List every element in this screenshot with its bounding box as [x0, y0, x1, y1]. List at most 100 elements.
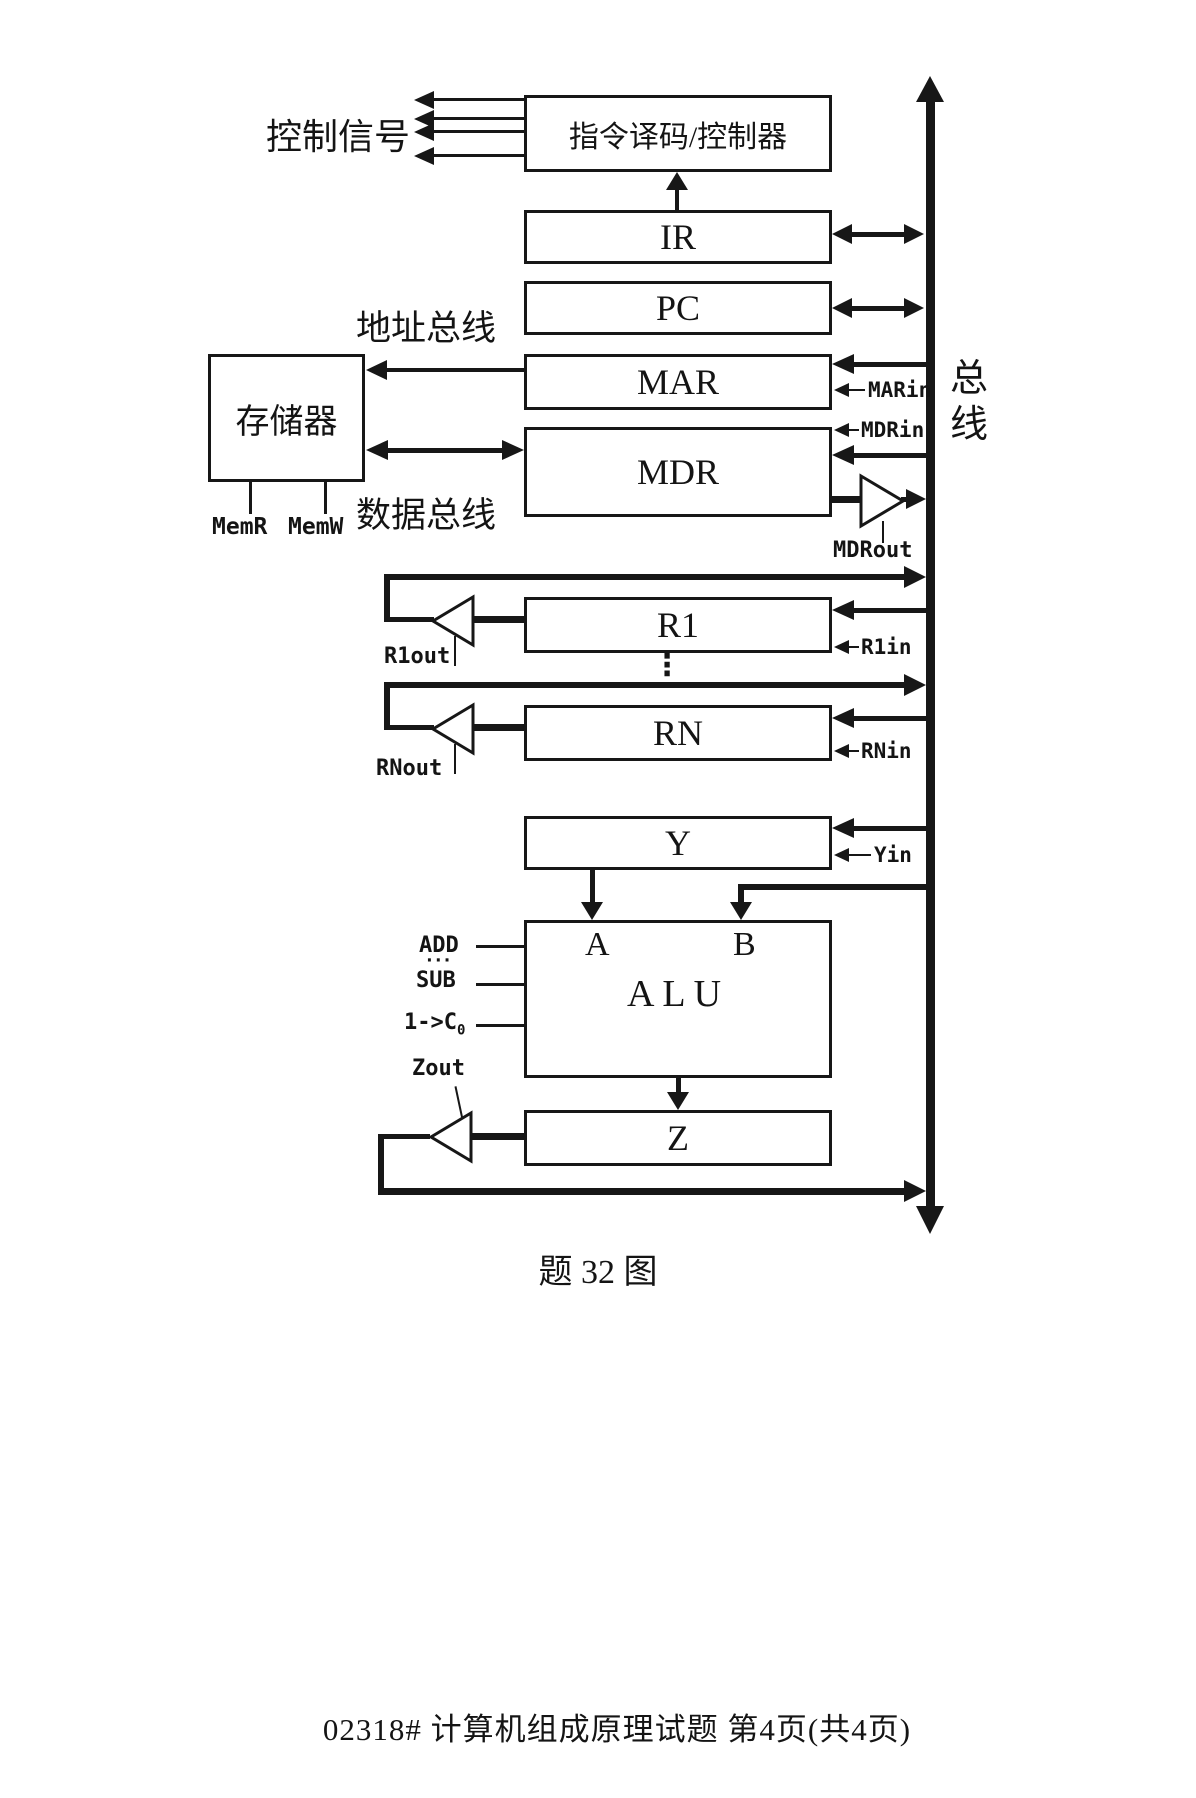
bus-to-mdr-arrow-icon — [832, 445, 854, 465]
control-signal-line-4 — [430, 154, 524, 157]
z-box: Z — [524, 1110, 832, 1166]
alu-carry-subscript: 0 — [456, 1022, 466, 1039]
y-to-alu-arrow-icon — [581, 902, 603, 920]
r1out-output-line — [384, 617, 434, 622]
register-ellipsis: ⋮ — [652, 648, 682, 683]
mdrout-control-stub — [882, 521, 884, 543]
mar-box: MAR — [524, 354, 832, 410]
yin-line — [849, 854, 871, 856]
r1out-label: R1out — [384, 644, 451, 669]
memw-label: MemW — [288, 514, 344, 540]
memory-box: 存储器 — [208, 354, 365, 482]
alu-op-sub-line — [476, 983, 524, 986]
data-bus-label: 数据总线 — [356, 496, 497, 535]
alu-carry-line — [476, 1024, 524, 1027]
marin-line — [849, 389, 865, 391]
bus-to-mar-line — [850, 362, 926, 367]
control-signal-arrow-3-icon — [414, 123, 434, 141]
ir-to-controller-arrow-icon — [666, 172, 688, 190]
mdrout-to-bus-arrow-icon — [906, 489, 926, 509]
r1-loop-bus-arrow-icon — [904, 566, 926, 588]
alu-input-b-label: B — [733, 926, 756, 963]
y-box: Y — [524, 816, 832, 870]
memory-mdr-line — [386, 448, 506, 453]
mar-to-memory-arrow-icon — [366, 360, 387, 380]
mdrout-to-bus-line — [901, 497, 910, 502]
zout-buffer-icon — [428, 1110, 474, 1164]
ir-bus-arrow-left-icon — [832, 224, 852, 244]
alu-op-add-label: ADD — [419, 933, 459, 958]
bus-to-y-arrow-icon — [832, 818, 854, 838]
mdrin-arrow-icon — [834, 423, 849, 437]
rn-loop-top-line — [384, 682, 904, 688]
page-footer: 02318# 计算机组成原理试题 第4页(共4页) — [322, 1712, 912, 1747]
rn-input-stub — [474, 724, 524, 731]
pc-box: PC — [524, 281, 832, 335]
bus-to-y-line — [850, 826, 926, 831]
bus-to-rn-line — [850, 716, 926, 721]
alu-op-sub-label: SUB — [416, 968, 456, 993]
bus-line — [926, 98, 935, 1208]
control-signals-label: 控制信号 — [266, 117, 411, 157]
mdr-box: MDR — [524, 427, 832, 517]
zout-label: Zout — [412, 1056, 465, 1081]
control-signal-line-1 — [430, 98, 524, 101]
mdrin-line — [849, 429, 859, 431]
pc-bus-line — [850, 306, 908, 311]
r1in-line — [849, 646, 859, 648]
bus-to-mar-arrow-icon — [832, 354, 854, 374]
mdrin-label: MDRin — [861, 418, 925, 442]
bus-to-b-branch-vline — [738, 884, 744, 903]
mdrout-label: MDRout — [833, 538, 913, 563]
r1-input-stub — [474, 616, 524, 623]
control-signal-line-3 — [430, 130, 524, 133]
rnout-label: RNout — [376, 756, 443, 781]
bus-to-b-arrow-icon — [730, 902, 752, 920]
yin-arrow-icon — [834, 848, 849, 862]
marin-arrow-icon — [834, 383, 849, 397]
bus-to-r1-line — [850, 608, 926, 613]
rnout-control-stub — [454, 744, 456, 774]
zout-output-line — [378, 1134, 430, 1139]
bus-arrow-up-icon — [916, 76, 944, 102]
ir-bus-arrow-right-icon — [904, 224, 924, 244]
alu-to-z-line — [676, 1075, 681, 1093]
memw-stub — [324, 482, 327, 514]
r1-loop-left-leg — [384, 574, 390, 622]
marin-label: MARin — [868, 378, 932, 402]
r1in-arrow-icon — [834, 640, 849, 654]
alu-op-more-dots: ··· — [424, 950, 452, 971]
bus-to-mdr-line — [850, 453, 926, 458]
rnout-buffer-icon — [430, 702, 476, 756]
rnin-line — [849, 750, 859, 752]
alu-input-a-label: A — [585, 926, 610, 963]
rnin-arrow-icon — [834, 744, 849, 758]
ir-bus-line — [850, 232, 908, 237]
rnin-label: RNin — [861, 739, 912, 763]
pc-bus-arrow-right-icon — [904, 298, 924, 318]
mar-to-memory-line — [386, 368, 524, 372]
alu-carry-base: 1->C — [404, 1010, 457, 1035]
bus-label: 总线 — [950, 358, 989, 446]
r1out-buffer-icon — [430, 594, 476, 648]
alu-op-add-line — [476, 945, 524, 948]
mdrout-buffer-icon — [858, 473, 906, 529]
alu-to-z-arrow-icon — [667, 1092, 689, 1110]
controller-box: 指令译码/控制器 — [524, 95, 832, 172]
rn-loop-left-leg — [384, 682, 390, 730]
alu-carry-label: 1->C0 — [404, 1010, 465, 1038]
address-bus-label: 地址总线 — [356, 309, 497, 348]
y-to-alu-line — [590, 867, 595, 903]
alu-label: ALU — [626, 973, 730, 1015]
yin-label: Yin — [874, 843, 912, 867]
figure-caption: 题 32 图 — [538, 1254, 658, 1291]
bus-to-b-branch-hline — [738, 884, 933, 890]
bus-arrow-down-icon — [916, 1206, 944, 1234]
ir-box: IR — [524, 210, 832, 264]
control-signal-line-2 — [430, 117, 524, 120]
memory-mdr-arrow-left-icon — [366, 440, 388, 460]
memory-mdr-arrow-right-icon — [502, 440, 524, 460]
memr-label: MemR — [212, 514, 268, 540]
control-signal-arrow-4-icon — [414, 147, 434, 165]
